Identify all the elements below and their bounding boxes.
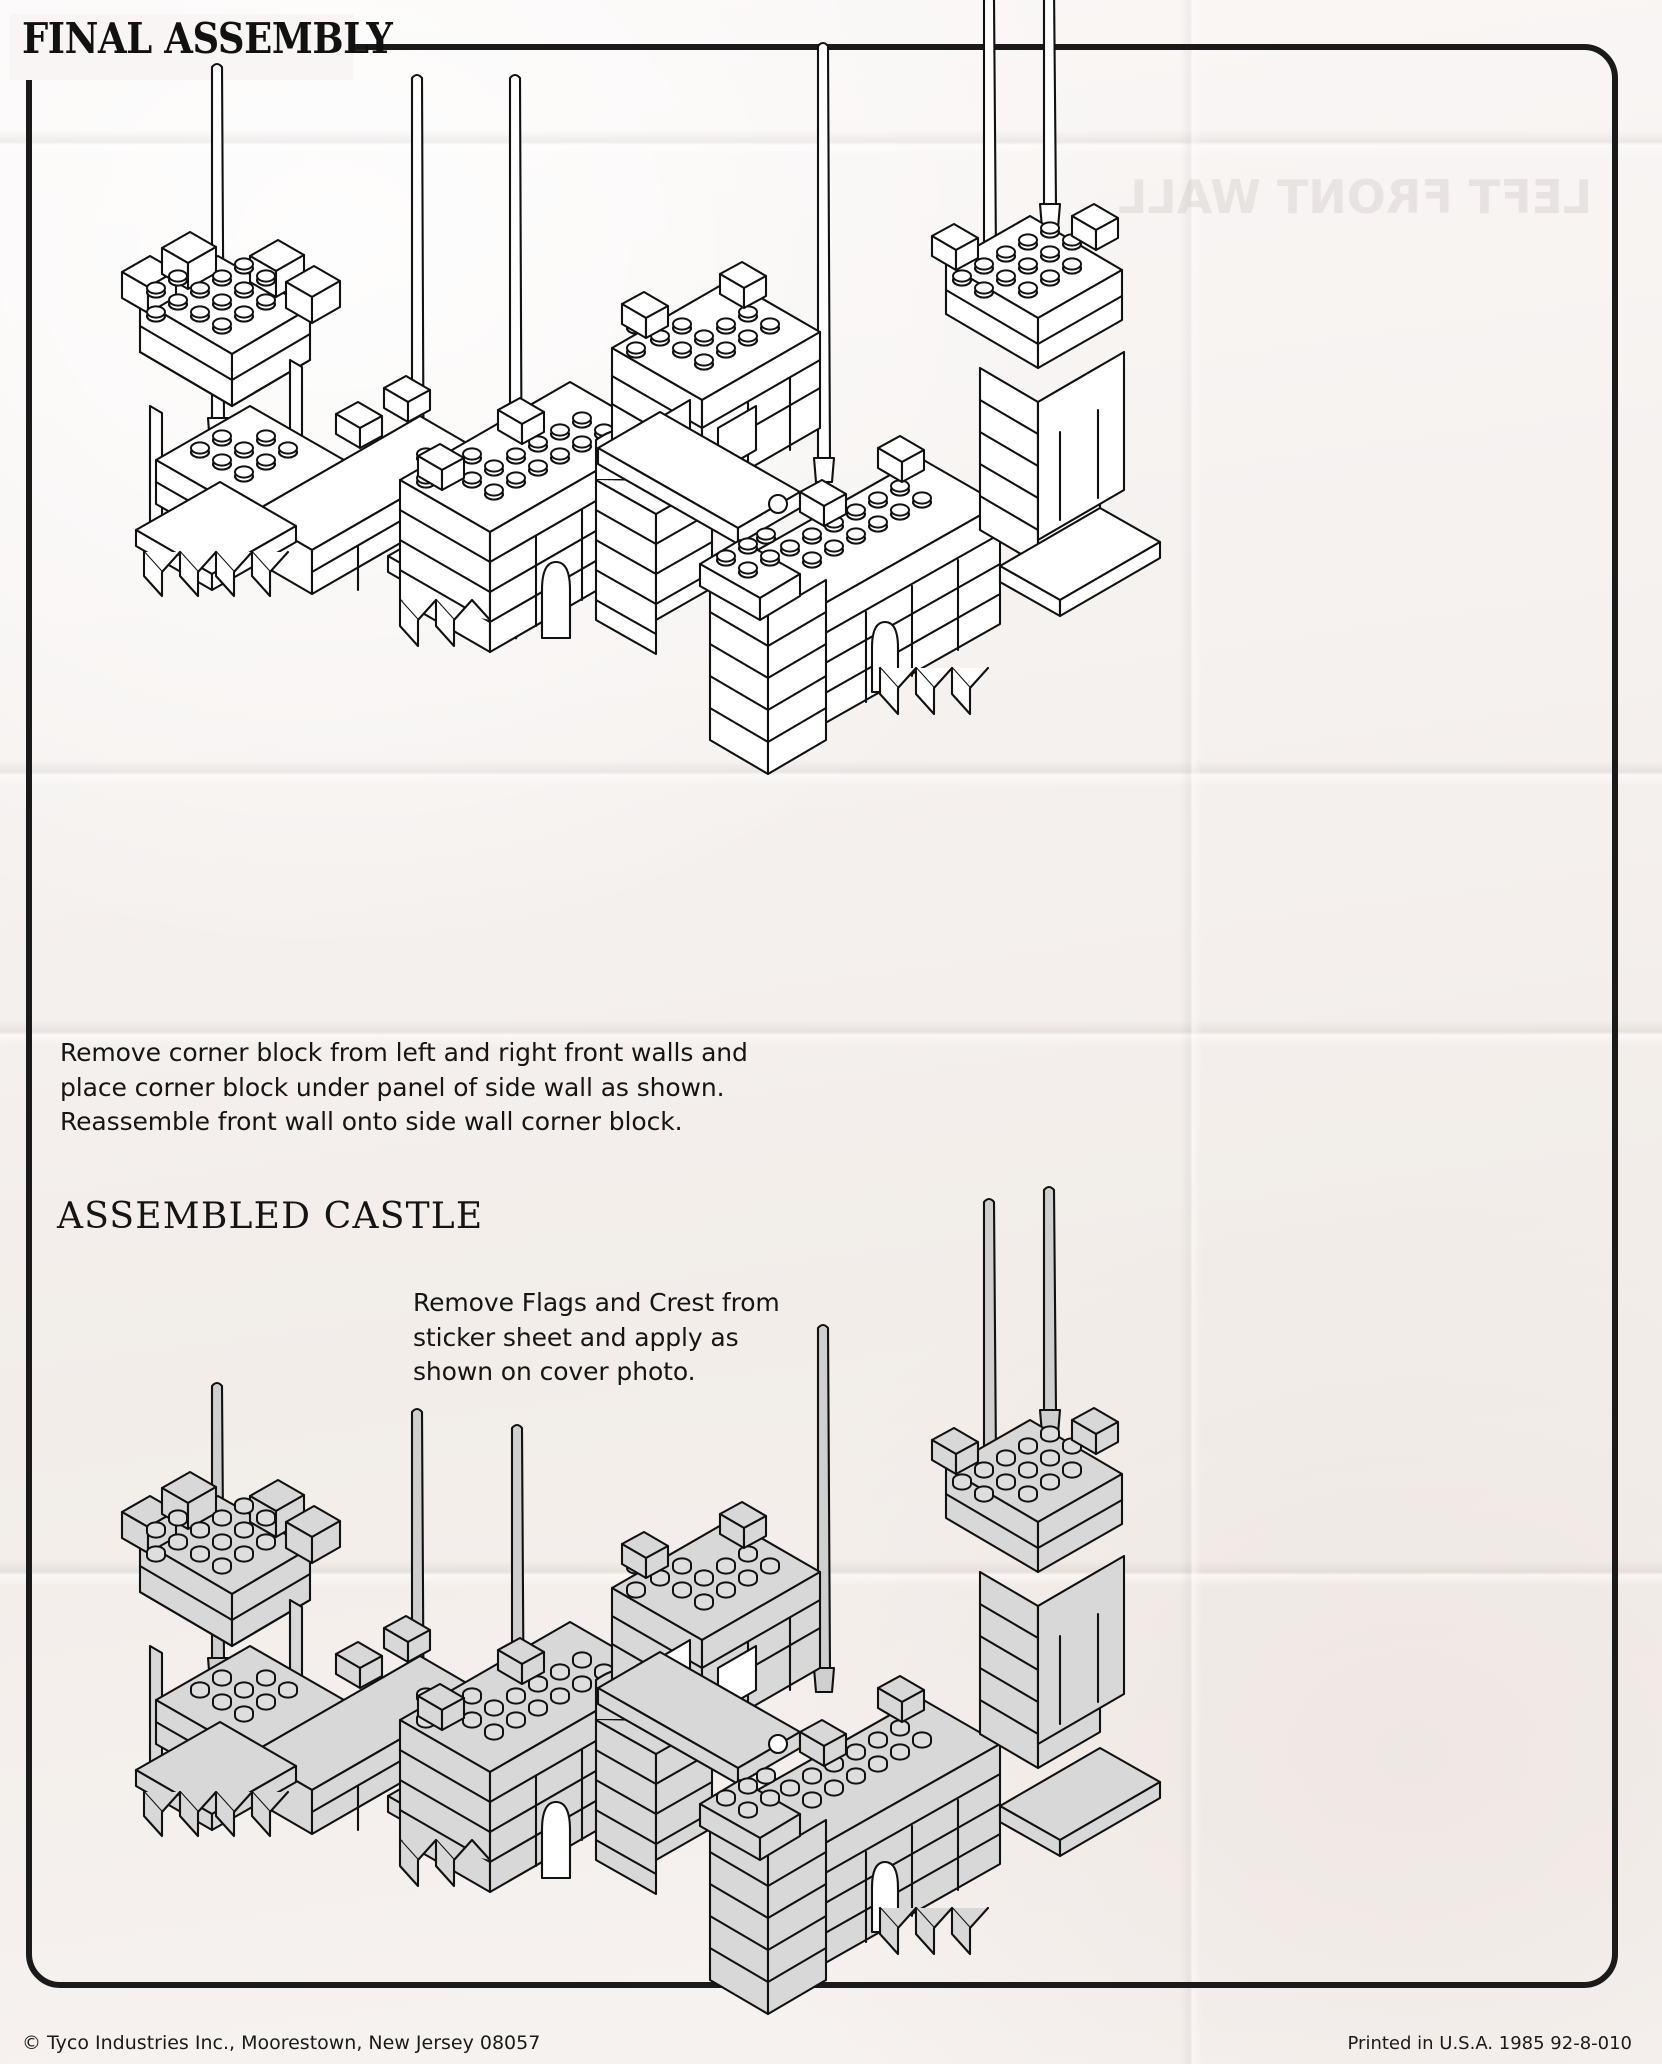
- note-line: shown on cover photo.: [413, 1357, 696, 1386]
- note-line: sticker sheet and apply as: [413, 1322, 739, 1352]
- note-line: Remove Flags and Crest from: [413, 1288, 780, 1317]
- print-info: Printed in U.S.A. 1985 92-8-010: [1347, 2033, 1632, 2054]
- page-title: FINAL ASSEMBLY: [22, 14, 393, 63]
- exploded-castle-diagram: [100, 0, 1280, 820]
- note-line: place corner block under panel of side w…: [60, 1072, 725, 1102]
- note-flags-and-crest: Remove Flags and Crest from sticker shee…: [413, 1286, 780, 1390]
- note-line: Remove corner block from left and right …: [60, 1038, 748, 1067]
- assembled-castle-diagram: [100, 1185, 1280, 2030]
- note-line: Reassemble front wall onto side wall cor…: [60, 1107, 683, 1136]
- note-remove-corner-block: Remove corner block from left and right …: [60, 1036, 748, 1140]
- copyright-notice: © Tyco Industries Inc., Moorestown, New …: [22, 2032, 541, 2054]
- assembled-castle-heading: ASSEMBLED CASTLE: [57, 1196, 484, 1237]
- title-background-mask: [10, 14, 354, 80]
